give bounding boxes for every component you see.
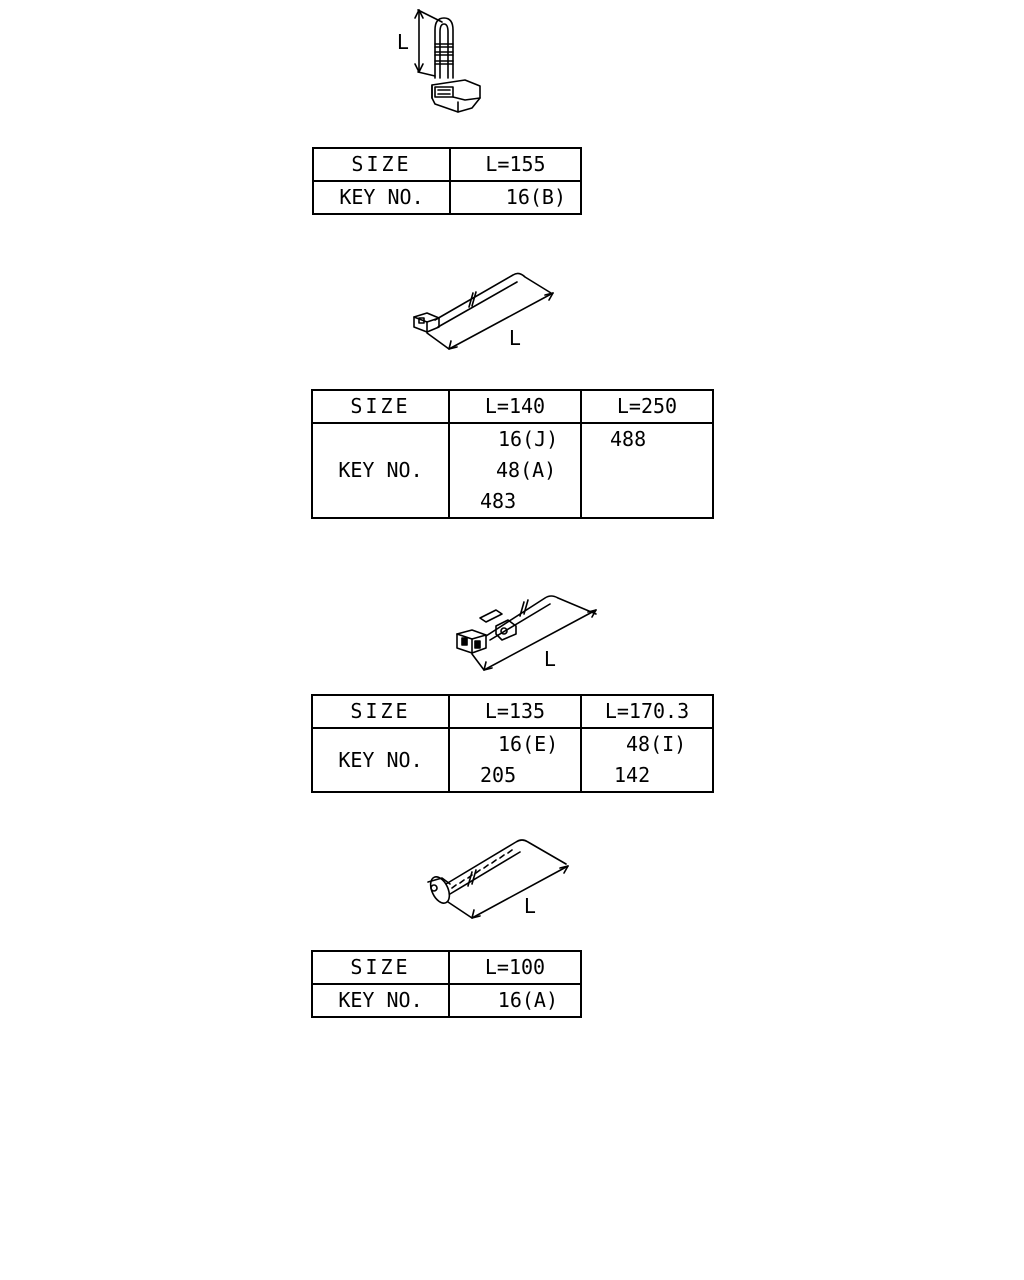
cable-tie-body xyxy=(456,595,597,654)
dimension-label: L xyxy=(524,894,536,918)
cable-tie-body xyxy=(413,272,552,333)
size-value: L=140 xyxy=(448,389,582,424)
part-4-drawing: L xyxy=(418,832,578,927)
size-value: L=100 xyxy=(448,950,582,985)
size-value: L=135 xyxy=(448,694,582,729)
key-no-value: 16(A) xyxy=(448,983,582,1018)
key-no-header: KEY NO. xyxy=(311,983,450,1018)
size-header: SIZE xyxy=(312,147,451,182)
size-header: SIZE xyxy=(311,389,450,424)
size-value: L=250 xyxy=(580,389,714,424)
dimension-arrow xyxy=(447,865,569,919)
key-no-header: KEY NO. xyxy=(311,727,450,793)
cable-tie-body xyxy=(427,839,567,904)
size-value: L=155 xyxy=(449,147,582,182)
part-3-drawing: L xyxy=(450,578,610,678)
part-1-table: SIZE L=155 KEY NO. 16(B) xyxy=(312,147,582,215)
cable-tie-body xyxy=(431,17,481,113)
part-4-table: SIZE L=100 KEY NO. 16(A) xyxy=(311,950,582,1018)
key-no-value: 16(B) xyxy=(449,180,582,215)
size-header: SIZE xyxy=(311,694,450,729)
key-no-value: 16(J) 48(A) 483 xyxy=(448,422,582,519)
size-value: L=170.3 xyxy=(580,694,714,729)
dimension-label: L xyxy=(509,326,521,350)
key-no-value: 488 xyxy=(580,422,714,519)
key-no-value: 48(I) 142 xyxy=(580,727,714,793)
part-2-drawing: L xyxy=(405,265,565,355)
dimension-label: L xyxy=(397,30,409,54)
size-header: SIZE xyxy=(311,950,450,985)
part-2-table: SIZE L=140 L=250 KEY NO. 16(J) 48(A) 483… xyxy=(311,389,714,519)
part-1-drawing: L xyxy=(380,0,520,125)
dimension-arrow xyxy=(471,609,597,671)
dimension-label: L xyxy=(544,647,556,671)
part-3-table: SIZE L=135 L=170.3 KEY NO. 16(E) 205 48(… xyxy=(311,694,714,793)
key-no-header: KEY NO. xyxy=(311,422,450,519)
key-no-header: KEY NO. xyxy=(312,180,451,215)
key-no-value: 16(E) 205 xyxy=(448,727,582,793)
dimension-arrow xyxy=(426,292,554,350)
